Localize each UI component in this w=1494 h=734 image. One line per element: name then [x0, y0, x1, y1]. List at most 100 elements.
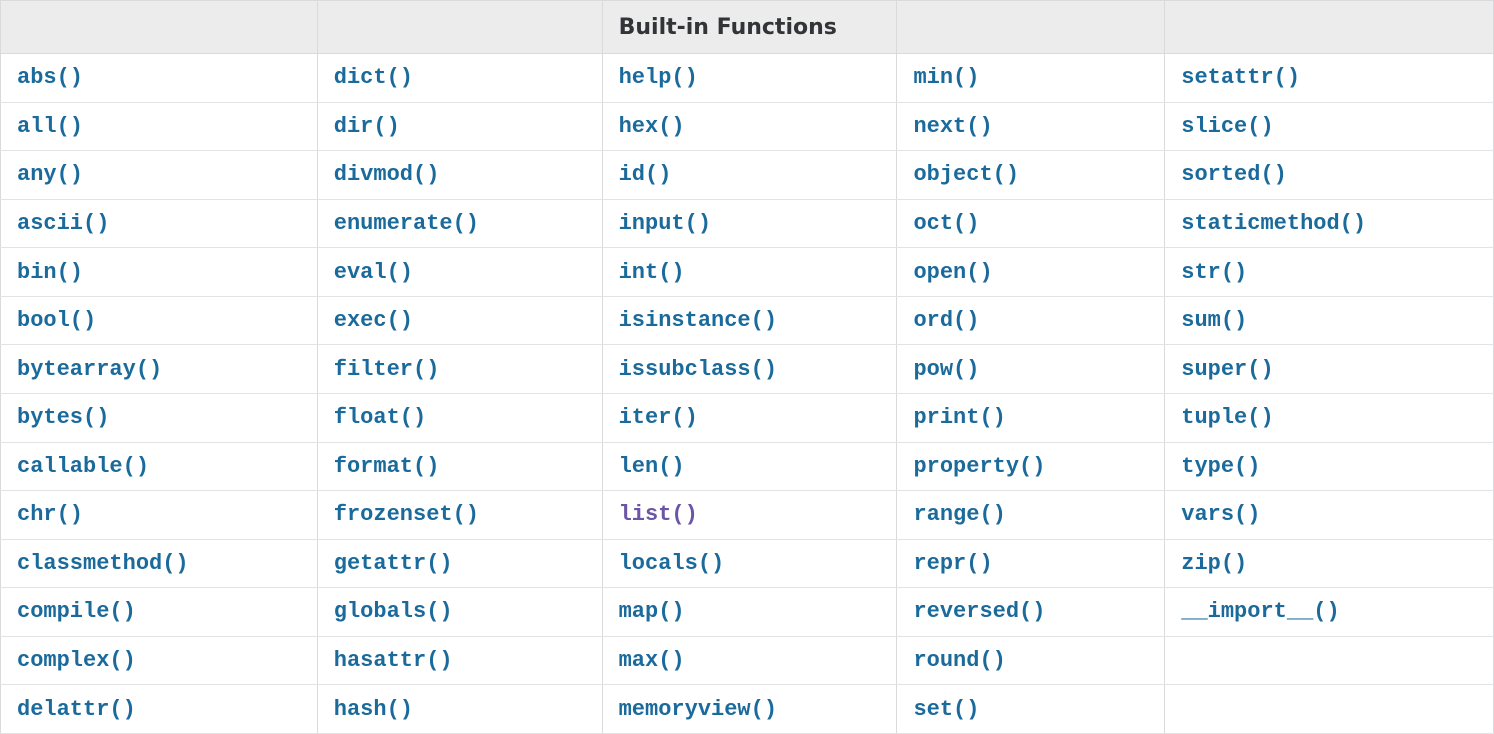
function-link[interactable]: input() [618, 210, 712, 236]
function-cell: complex() [0, 635, 318, 686]
function-link[interactable]: oct() [913, 210, 980, 236]
function-link[interactable]: abs() [17, 65, 84, 91]
function-link[interactable]: hasattr() [333, 648, 453, 674]
function-link[interactable]: globals() [333, 599, 453, 625]
function-link[interactable]: set() [913, 696, 980, 722]
function-link[interactable]: delattr() [17, 696, 136, 722]
function-link[interactable]: str() [1181, 259, 1248, 285]
function-cell: chr() [0, 490, 318, 540]
function-link[interactable]: chr() [17, 502, 84, 528]
function-cell: staticmethod() [1164, 198, 1494, 249]
function-link[interactable]: max() [618, 648, 685, 674]
function-cell: input() [601, 198, 898, 249]
function-link[interactable]: len() [618, 453, 685, 479]
function-link[interactable]: locals() [618, 550, 725, 576]
function-link[interactable]: isinstance() [618, 308, 778, 334]
function-link[interactable]: all() [17, 113, 84, 139]
function-link[interactable]: repr() [913, 550, 993, 576]
table-row: all() dir() hex() next() slice() [0, 101, 1494, 152]
function-cell: zip() [1164, 538, 1494, 589]
function-cell: sorted() [1164, 150, 1494, 200]
function-cell: bool() [0, 295, 318, 346]
function-link[interactable]: range() [913, 502, 1006, 528]
function-link[interactable]: filter() [333, 356, 440, 382]
function-link[interactable]: exec() [333, 308, 413, 334]
function-link[interactable]: help() [618, 65, 698, 91]
function-link[interactable]: any() [17, 162, 84, 188]
function-cell: enumerate() [316, 198, 603, 249]
function-cell: open() [896, 247, 1166, 297]
header-cell-title: Built-in Functions [601, 0, 898, 54]
function-link[interactable]: min() [913, 65, 980, 91]
function-link[interactable]: iter() [618, 405, 698, 431]
function-link[interactable]: reversed() [913, 599, 1046, 625]
function-cell: vars() [1164, 490, 1494, 540]
function-cell: round() [896, 635, 1166, 686]
function-cell: slice() [1164, 101, 1494, 152]
function-link[interactable]: vars() [1181, 502, 1261, 528]
function-link[interactable]: ascii() [17, 210, 110, 236]
function-link[interactable]: eval() [333, 259, 413, 285]
function-cell: __import__() [1164, 587, 1494, 637]
function-link[interactable]: issubclass() [618, 356, 778, 382]
header-cell-empty-5 [1164, 0, 1494, 54]
function-link[interactable]: callable() [17, 453, 150, 479]
function-link[interactable]: float() [333, 405, 427, 431]
function-link[interactable]: classmethod() [17, 550, 189, 576]
function-link[interactable]: object() [913, 162, 1020, 188]
function-link[interactable]: tuple() [1181, 405, 1274, 431]
function-link[interactable]: round() [913, 648, 1006, 674]
function-cell: min() [896, 53, 1166, 103]
function-link[interactable]: staticmethod() [1181, 210, 1367, 236]
table-row: abs() dict() help() min() setattr() [0, 53, 1494, 103]
function-link[interactable]: id() [618, 162, 672, 188]
function-link[interactable]: int() [618, 259, 685, 285]
function-link[interactable]: open() [913, 259, 993, 285]
function-link[interactable]: zip() [1181, 550, 1248, 576]
function-cell: dir() [316, 101, 603, 152]
function-link[interactable]: bool() [17, 308, 97, 334]
function-cell: map() [601, 587, 898, 637]
function-link[interactable]: sorted() [1181, 162, 1287, 188]
function-link[interactable]: ord() [913, 308, 980, 334]
function-link[interactable]: print() [913, 405, 1006, 431]
function-link[interactable]: setattr() [1181, 65, 1301, 91]
function-link[interactable]: pow() [913, 356, 980, 382]
empty-cell [1164, 635, 1494, 686]
function-cell: all() [0, 101, 318, 152]
function-link[interactable]: bytearray() [17, 356, 163, 382]
function-cell: hasattr() [316, 635, 603, 686]
function-link[interactable]: frozenset() [333, 502, 480, 528]
function-link[interactable]: sum() [1181, 308, 1248, 334]
function-link[interactable]: map() [618, 599, 685, 625]
function-link[interactable]: hash() [333, 696, 413, 722]
function-link[interactable]: bytes() [17, 405, 110, 431]
function-cell: list() [601, 490, 898, 540]
function-cell: delattr() [0, 684, 318, 734]
function-link[interactable]: divmod() [333, 162, 440, 188]
function-link[interactable]: super() [1181, 356, 1274, 382]
function-link[interactable]: complex() [17, 648, 136, 674]
function-link[interactable]: bin() [17, 259, 84, 285]
table-row: complex() hasattr() max() round() [0, 635, 1494, 686]
function-link[interactable]: enumerate() [333, 210, 480, 236]
function-cell: len() [601, 441, 898, 492]
function-cell: print() [896, 392, 1166, 443]
function-link[interactable]: list() [618, 502, 698, 528]
function-link[interactable]: property() [913, 453, 1046, 479]
function-link[interactable]: memoryview() [618, 696, 778, 722]
function-cell: hash() [316, 684, 603, 734]
function-link[interactable]: next() [913, 113, 993, 139]
function-link[interactable]: type() [1181, 453, 1261, 479]
function-cell: isinstance() [601, 295, 898, 346]
function-cell: next() [896, 101, 1166, 152]
function-link[interactable]: hex() [618, 113, 685, 139]
function-link[interactable]: dir() [333, 113, 400, 139]
function-link[interactable]: compile() [17, 599, 136, 625]
function-link[interactable]: getattr() [333, 550, 453, 576]
function-link[interactable]: __import__() [1181, 599, 1340, 625]
function-link[interactable]: slice() [1181, 113, 1274, 139]
function-link[interactable]: format() [333, 453, 440, 479]
function-link[interactable]: dict() [333, 65, 413, 91]
